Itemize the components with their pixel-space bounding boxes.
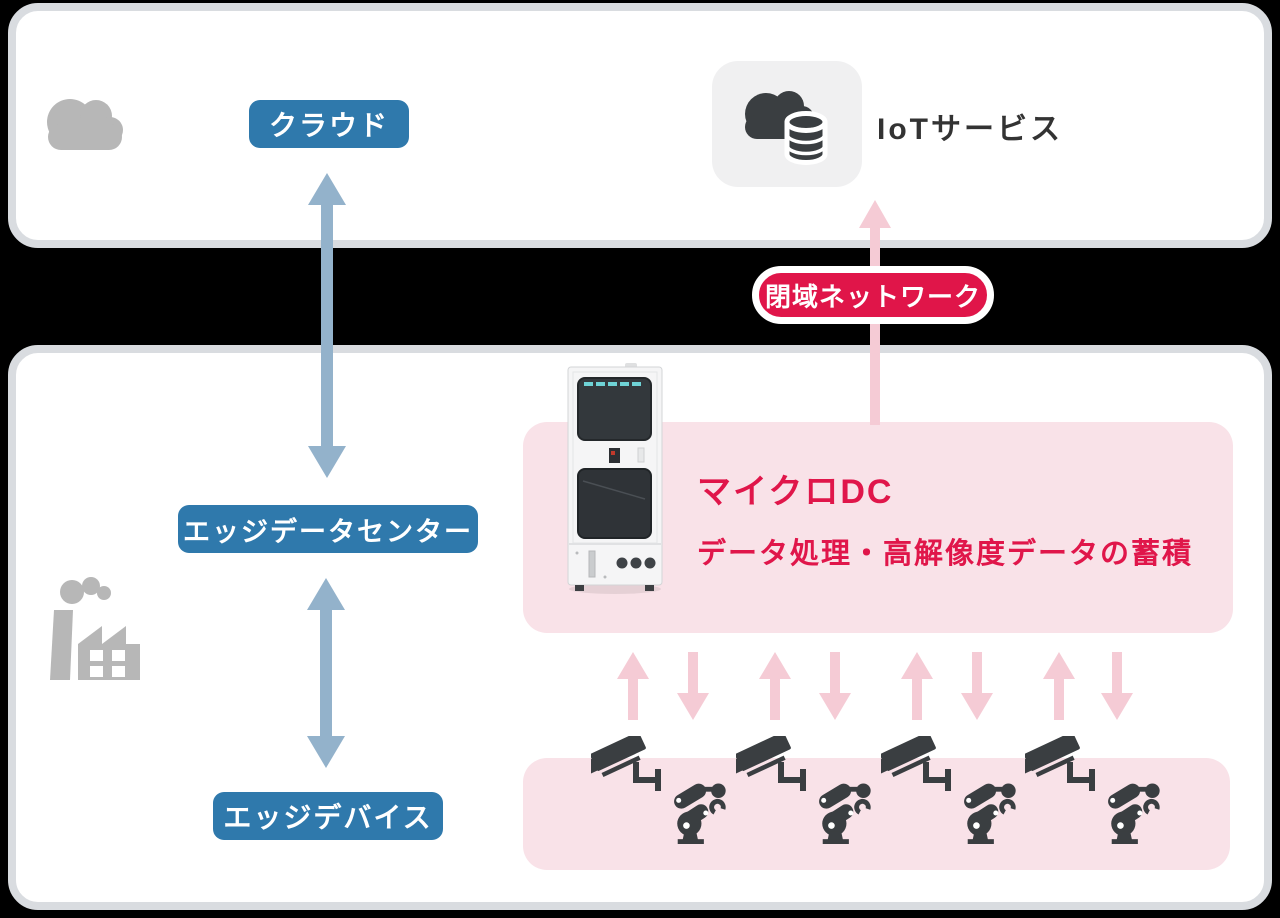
closed-network-badge: 閉域ネットワーク [752, 266, 994, 324]
edge-datacenter-device-arrow [307, 578, 345, 768]
factory-icon [50, 577, 140, 680]
robot-arm-icon [1103, 780, 1165, 846]
device-group [726, 736, 868, 846]
cctv-camera-icon [591, 736, 671, 800]
iot-service-tile [712, 61, 862, 187]
device-downlink-arrow [960, 652, 994, 720]
device-group [581, 736, 723, 846]
robot-arm-icon [959, 780, 1021, 846]
cctv-camera-icon [881, 736, 961, 800]
device-downlink-arrow [1100, 652, 1134, 720]
cloud-badge: クラウド [249, 100, 409, 148]
device-uplink-arrow [758, 652, 792, 720]
device-downlink-arrow [818, 652, 852, 720]
device-uplink-arrow [616, 652, 650, 720]
cctv-camera-icon [1025, 736, 1105, 800]
micro-dc-description: データ処理・高解像度データの蓄積 [697, 538, 1194, 570]
device-uplink-arrow [900, 652, 934, 720]
edge-devices-panel [523, 758, 1230, 870]
edge-datacenter-badge: エッジデータセンター [178, 505, 478, 553]
device-group [871, 736, 1013, 846]
iot-service-label: IoTサービス [877, 113, 1063, 146]
device-downlink-arrow [676, 652, 710, 720]
robot-arm-icon [814, 780, 876, 846]
micro-dc-title: マイクロDC [697, 473, 894, 511]
robot-arm-icon [669, 780, 731, 846]
cloud-section-panel [8, 3, 1272, 248]
cloud-icon [47, 99, 123, 150]
micro-dc-rack-image [567, 363, 663, 594]
iot-cloud-database-icon [745, 91, 828, 165]
device-uplink-arrow [1042, 652, 1076, 720]
edge-device-badge: エッジデバイス [213, 792, 443, 840]
cloud-edge-datacenter-arrow [308, 173, 346, 478]
cctv-camera-icon [736, 736, 816, 800]
device-group [1015, 736, 1157, 846]
